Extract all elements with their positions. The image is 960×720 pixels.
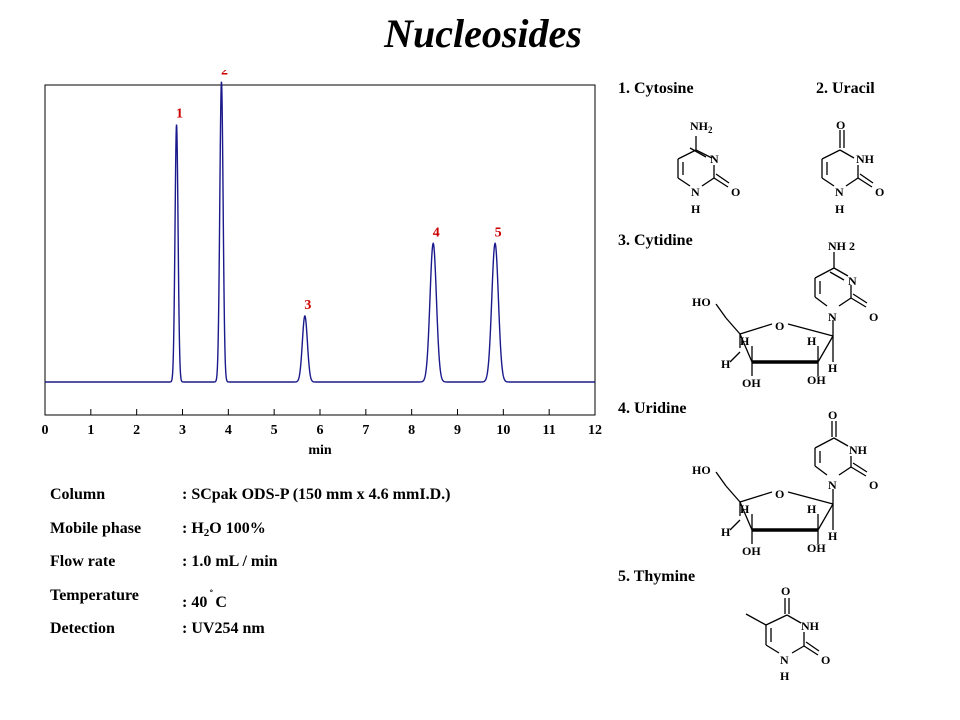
atom-label: O	[869, 478, 878, 492]
peak-label: 5	[495, 225, 502, 240]
atom-label: O	[775, 487, 784, 501]
compound-label-cytidine: 3. Cytidine	[618, 232, 693, 249]
value-text: C	[215, 593, 227, 611]
atom-label: H	[807, 502, 817, 516]
condition-label: Temperature	[50, 586, 139, 604]
atom-label: OH	[807, 373, 826, 387]
peak-label: 2	[221, 70, 228, 79]
atom-label: N	[828, 310, 837, 324]
peak-label: 1	[176, 107, 183, 122]
x-tick-label: 11	[543, 423, 556, 438]
condition-value: : UV254 nm	[182, 620, 265, 637]
uracil-structure	[821, 130, 874, 188]
value-text: : H	[182, 519, 204, 537]
atom-label: O	[775, 319, 784, 333]
atom-label: H	[721, 357, 731, 371]
x-tick-label: 10	[496, 423, 510, 438]
atom-label: O	[875, 185, 884, 199]
value-text: : 40	[182, 593, 208, 611]
peak-labels: 1 2 3 4 5	[176, 70, 502, 313]
atom-label: N	[848, 274, 857, 288]
condition-label: Mobile phase	[50, 519, 142, 537]
atom-label: O	[869, 310, 878, 324]
x-tick-label: 9	[454, 423, 461, 438]
thymine-structure	[745, 598, 820, 656]
atom-label: OH	[742, 544, 761, 558]
atom-label: NH	[856, 152, 875, 166]
atom-label: NH	[849, 443, 868, 457]
atom-label: N	[710, 152, 719, 166]
condition-label: Column	[50, 486, 106, 503]
atom-label: N	[691, 185, 700, 199]
cytosine-structure	[677, 136, 730, 188]
atom-label: H	[740, 334, 750, 348]
cytidine-structure	[715, 252, 868, 376]
degree-mark: ˚	[209, 586, 214, 601]
x-tick-label: 12	[588, 423, 602, 438]
atom-label: N	[780, 653, 789, 667]
peak-label: 3	[304, 298, 311, 313]
x-tick-label: 4	[225, 423, 232, 438]
page-title: Nucleosides	[384, 11, 582, 56]
condition-value: : 1.0 mL / min	[182, 553, 278, 570]
atom-label: H	[740, 502, 750, 516]
condition-label: Flow rate	[50, 553, 116, 570]
atom-label: H	[780, 669, 790, 683]
atom-label: N	[835, 185, 844, 199]
value-text: O 100%	[209, 519, 266, 537]
x-tick-label: 7	[362, 423, 369, 438]
x-tick-label: 0	[42, 423, 49, 438]
compound-label-cytosine: 1. Cytosine	[618, 80, 694, 97]
atom-label: H	[828, 361, 838, 375]
atom-label: H	[828, 529, 838, 543]
atom-label: H	[721, 525, 731, 539]
atom-label: OH	[807, 541, 826, 555]
uridine-structure	[715, 421, 868, 544]
x-tick-label: 3	[179, 423, 186, 438]
x-tick-label: 6	[317, 423, 324, 438]
x-tick-label: 8	[408, 423, 415, 438]
atom-label: O	[731, 185, 740, 199]
compound-label-uracil: 2. Uracil	[816, 80, 875, 97]
x-tick-label: 2	[133, 423, 140, 438]
condition-label: Detection	[50, 620, 115, 637]
atom-label: O	[836, 118, 845, 132]
atom-label: O	[781, 584, 790, 598]
subscript: 2	[203, 526, 210, 539]
atom-label: H	[835, 202, 845, 216]
atom-label: H	[807, 334, 817, 348]
atom-label: HO	[692, 463, 711, 477]
x-tick-label: 1	[87, 423, 94, 438]
chromatogram-trace	[45, 81, 595, 383]
atom-label: NH 2	[828, 239, 855, 253]
atom-label: NH	[801, 619, 820, 633]
atom-label: N	[828, 478, 837, 492]
condition-value: : 40˚C	[182, 587, 227, 612]
atom-label: HO	[692, 295, 711, 309]
peak-label: 4	[433, 225, 440, 240]
x-axis-label: min	[308, 443, 332, 458]
atom-label: OH	[742, 376, 761, 390]
atom-label: NH2	[690, 119, 713, 135]
atom-label: O	[828, 408, 837, 422]
atom-label: O	[821, 653, 830, 667]
condition-value: : H2O 100%	[182, 520, 266, 539]
compound-label-thymine: 5. Thymine	[618, 568, 696, 585]
condition-value: : SCpak ODS-P (150 mm x 4.6 mmI.D.)	[182, 486, 451, 503]
x-tick-label: 5	[271, 423, 278, 438]
compound-label-uridine: 4. Uridine	[618, 400, 687, 417]
atom-label: H	[691, 202, 701, 216]
